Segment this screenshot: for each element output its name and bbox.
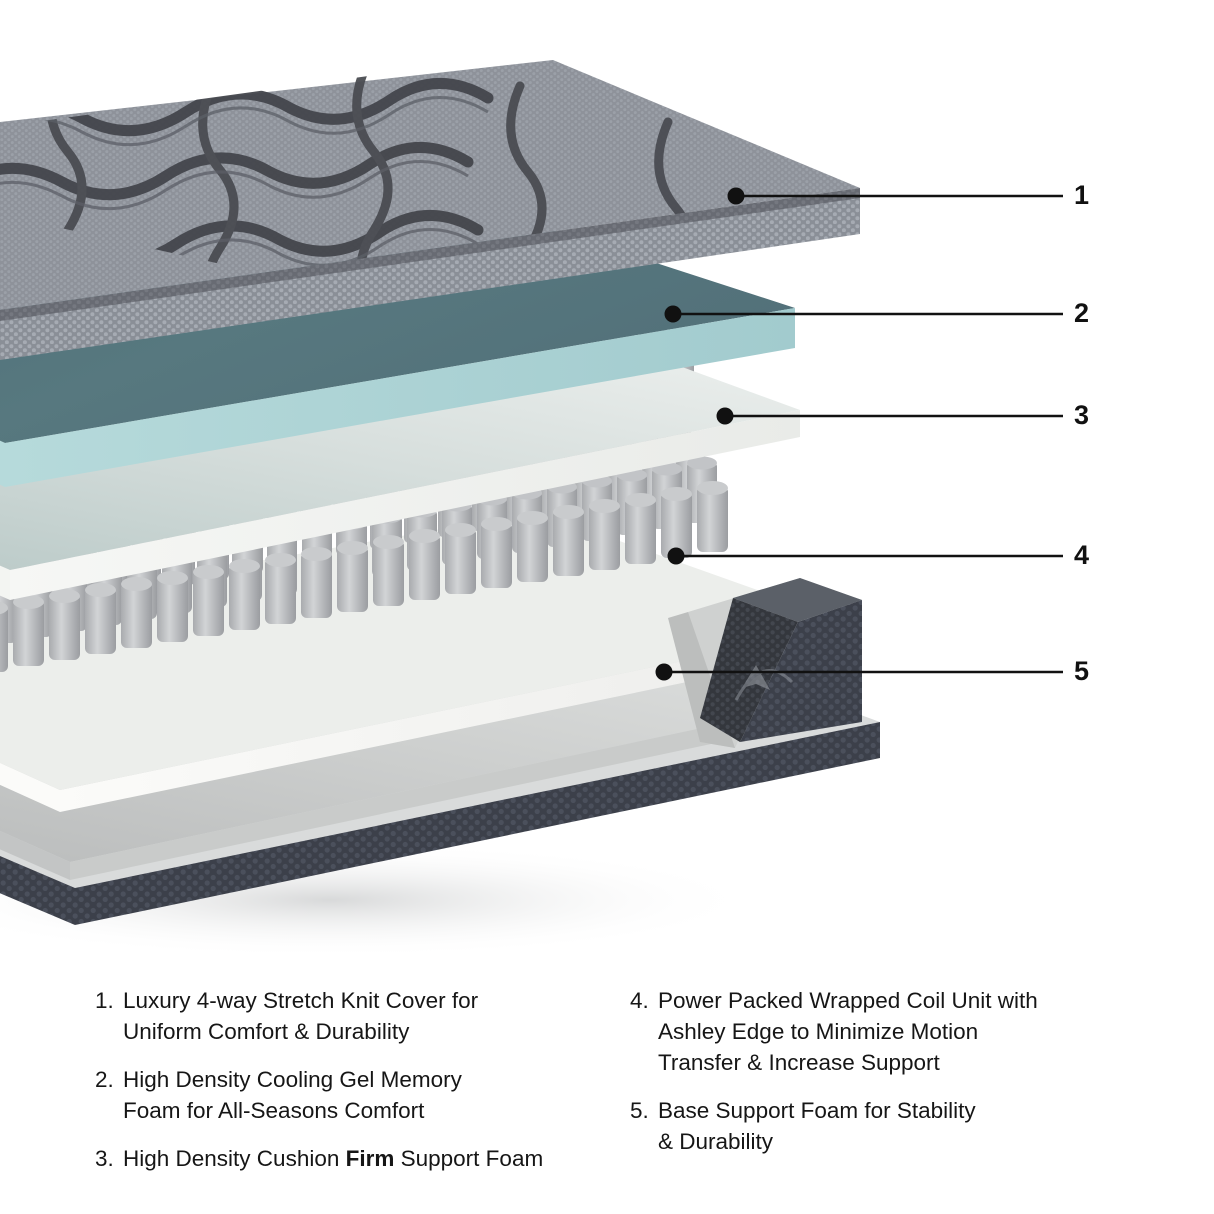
gelfoam-front-left [0, 440, 5, 487]
list-item-text: Base Support Foam for Stability & Durabi… [658, 1095, 1110, 1157]
gelfoam-right [5, 308, 795, 487]
knit-cover-right-edge [0, 188, 860, 360]
list-item-number: 2. [95, 1067, 114, 1092]
feature-list: 1. Luxury 4-way Stretch Knit Cover for U… [0, 985, 1214, 1185]
list-item-line-2: Ashley Edge to Minimize Motion [658, 1019, 979, 1044]
edge-charcoal-front [700, 598, 798, 742]
list-item-line-1: Luxury 4-way Stretch Knit Cover for [123, 988, 479, 1013]
list-item: 3. High Density Cushion Firm Support Foa… [95, 1143, 615, 1174]
list-item-number: 3. [95, 1146, 114, 1171]
list-item-line-1: Power Packed Wrapped Coil Unit with [658, 988, 1038, 1013]
callout-number-5: 5 [1074, 656, 1090, 686]
list-item-line-2: Foam for All-Seasons Comfort [123, 1098, 425, 1123]
list-item-text-pre: High Density Cushion [123, 1146, 346, 1171]
callout-number-1: 1 [1074, 180, 1090, 210]
white-foam-front-left [0, 762, 60, 812]
list-item-line-2: Uniform Comfort & Durability [123, 1019, 410, 1044]
callout-number-2: 2 [1074, 298, 1090, 328]
list-item-line-1: High Density Cooling Gel Memory [123, 1067, 462, 1092]
foam3-front-left [0, 565, 10, 600]
list-item-number: 5. [630, 1098, 649, 1123]
base-foam-front-left [0, 830, 70, 880]
list-item-line-3: Transfer & Increase Support [658, 1050, 940, 1075]
foam3-right [10, 410, 800, 600]
feature-list-left-column: 1. Luxury 4-way Stretch Knit Cover for U… [95, 985, 615, 1191]
base-foam-right [70, 694, 862, 880]
list-item-number: 4. [630, 988, 649, 1013]
callout-leader-3 [716, 407, 1063, 425]
callout-leader-4 [667, 547, 1063, 565]
list-item-text-post: Support Foam [394, 1146, 544, 1171]
list-item-text: High Density Cushion Firm Support Foam [123, 1143, 615, 1174]
callout-leader-2 [664, 305, 1063, 323]
callout-leaders [655, 187, 1063, 681]
callout-leader-5 [655, 663, 1063, 681]
list-item: 1. Luxury 4-way Stretch Knit Cover for U… [95, 985, 615, 1047]
list-item: 4. Power Packed Wrapped Coil Unit with A… [630, 985, 1110, 1078]
knit-cover-edge-trim [0, 188, 860, 321]
callout-number-3: 3 [1074, 400, 1090, 430]
list-item-text: High Density Cooling Gel Memory Foam for… [123, 1064, 615, 1126]
callout-leader-1 [727, 187, 1063, 205]
list-item-line-2: & Durability [658, 1129, 774, 1154]
base-fabric-right-side [75, 722, 880, 925]
feature-list-right-column: 4. Power Packed Wrapped Coil Unit with A… [630, 985, 1110, 1174]
list-item-text: Luxury 4-way Stretch Knit Cover for Unif… [123, 985, 615, 1047]
list-item-text-bold: Firm [345, 1146, 395, 1171]
knit-cover-layer [0, 60, 860, 360]
list-item: 2. High Density Cooling Gel Memory Foam … [95, 1064, 615, 1126]
mattress-exploded-diagram: 1 2 3 4 5 [0, 60, 1090, 958]
callout-number-4: 4 [1074, 540, 1090, 570]
list-item-text: Power Packed Wrapped Coil Unit with Ashl… [658, 985, 1110, 1078]
base-fabric-front-left [0, 855, 75, 925]
list-item-line-1: Base Support Foam for Stability [658, 1098, 976, 1123]
list-item: 5. Base Support Foam for Stability & Dur… [630, 1095, 1110, 1157]
list-item-number: 1. [95, 988, 114, 1013]
edge-charcoal-top [733, 578, 862, 622]
